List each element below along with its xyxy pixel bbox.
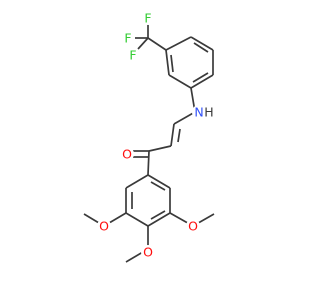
bond-vinyl-double-second [177, 128, 181, 143]
oxygen-atom-methoxy-left: O [99, 219, 109, 234]
fluorine-atom-left: F [124, 31, 131, 46]
bond-ring1-4 [190, 74, 214, 89]
bond-carbonyl-ring [147, 150, 150, 176]
molecule-structure: F F F N H O O O O [83, 11, 215, 263]
oxygen-atom-carbonyl: O [122, 147, 132, 162]
nitrogen-atom: N [194, 105, 203, 120]
bond-ring2-1 [125, 174, 149, 189]
bond-ring1-5 [168, 74, 192, 89]
oxygen-atom-methoxy-right: O [188, 219, 198, 234]
bond-ring2-6 [147, 174, 171, 189]
fluorine-atom-top: F [144, 11, 151, 26]
hydrogen-background [203, 106, 215, 118]
oxygen-carbonyl-background [120, 147, 134, 161]
bond-vinyl-double-main [170, 123, 175, 147]
bond-ring1-double-3 [170, 54, 174, 73]
oxygen-atom-methoxy-bottom: O [143, 245, 153, 260]
oxygen-methoxy-right-background [186, 219, 200, 233]
oxygen-methoxy-left-background [97, 219, 111, 233]
bond-ring1-6 [165, 49, 170, 76]
bond-ring1-double-1 [193, 42, 209, 53]
bond-cf3-ring [147, 37, 167, 51]
nitrogen-background [192, 105, 206, 119]
bond-c-f-lower [137, 37, 149, 50]
bond-ring1-2 [190, 36, 214, 51]
bond-nitrogen-vinyl [173, 111, 196, 125]
bond-ring1-double-2 [192, 72, 209, 83]
bond-vinyl-carbonyl [148, 145, 172, 152]
hydrogen-atom: H [204, 105, 213, 120]
atom-label-layer: F F F N H O O O O [97, 11, 215, 260]
bond-ring2-double-2 [150, 210, 166, 220]
fluorine-lower-background [126, 48, 140, 62]
fluorine-left-background [121, 31, 135, 45]
bond-ring1-1 [165, 36, 192, 51]
fluorine-top-background [141, 11, 155, 25]
bond-ring2-4 [147, 212, 171, 227]
oxygen-methoxy-bottom-background [141, 245, 155, 259]
fluorine-atom-lower: F [129, 48, 136, 63]
bond-ring2-3 [125, 212, 149, 227]
bond-ring2-double-3 [150, 181, 166, 191]
